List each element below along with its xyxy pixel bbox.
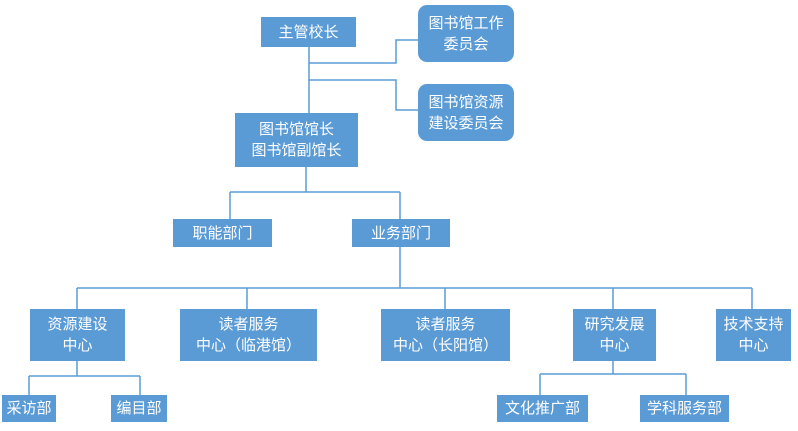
research-center-label-line1: 研究发展	[584, 315, 645, 333]
resource-committee-label-line2: 建设委员会	[428, 113, 504, 132]
director-label-line1: 图书馆馆长	[258, 120, 334, 138]
director-label-line2: 图书馆副馆长	[251, 141, 342, 159]
culture-dept-label: 文化推广部	[504, 399, 580, 417]
cataloging-dept-label: 编目部	[116, 399, 162, 417]
tech-center-label-line1: 技术支持	[723, 315, 784, 333]
functional-dept-label: 职能部门	[192, 223, 253, 242]
resource-center-box: 资源建设 中心	[30, 309, 125, 361]
functional-dept-box: 职能部门	[173, 219, 272, 247]
reader-center-changyang-box: 读者服务 中心（长阳馆）	[381, 309, 510, 361]
connector-committee	[309, 39, 418, 64]
resource-center-label-line2: 中心	[62, 336, 93, 354]
tech-center-box: 技术支持 中心	[716, 309, 791, 361]
acquisition-dept-box: 采访部	[2, 395, 56, 422]
reader-center-lingang-label-line1: 读者服务	[218, 315, 279, 333]
resource-center-label-line1: 资源建设	[47, 315, 108, 333]
library-committee-label-line2: 委员会	[443, 34, 489, 53]
principal-box: 主管校长	[261, 17, 356, 47]
acquisition-dept-label: 采访部	[6, 399, 52, 417]
reader-center-lingang-box: 读者服务 中心（临港馆）	[180, 309, 317, 361]
research-center-box: 研究发展 中心	[573, 309, 656, 361]
research-center-label-line2: 中心	[599, 336, 630, 354]
library-committee-box: 图书馆工作 委员会	[418, 5, 514, 62]
tech-center-label-line2: 中心	[738, 336, 769, 354]
connector-resource-committee	[309, 79, 418, 111]
principal-label: 主管校长	[278, 22, 339, 41]
director-box: 图书馆馆长 图书馆副馆长	[235, 113, 358, 167]
reader-center-lingang-label-line2: 中心（临港馆）	[195, 336, 301, 354]
reader-center-changyang-label-line2: 中心（长阳馆）	[392, 336, 498, 354]
subject-dept-box: 学科服务部	[640, 395, 729, 422]
culture-dept-box: 文化推广部	[497, 395, 588, 422]
business-dept-box: 业务部门	[352, 219, 450, 247]
resource-committee-label-line1: 图书馆资源	[428, 92, 504, 111]
subject-dept-label: 学科服务部	[646, 399, 722, 417]
library-committee-label-line1: 图书馆工作	[428, 13, 504, 32]
business-dept-label: 业务部门	[370, 223, 431, 242]
resource-committee-box: 图书馆资源 建设委员会	[418, 84, 514, 141]
cataloging-dept-box: 编目部	[111, 395, 167, 422]
reader-center-changyang-label-line1: 读者服务	[415, 315, 476, 333]
